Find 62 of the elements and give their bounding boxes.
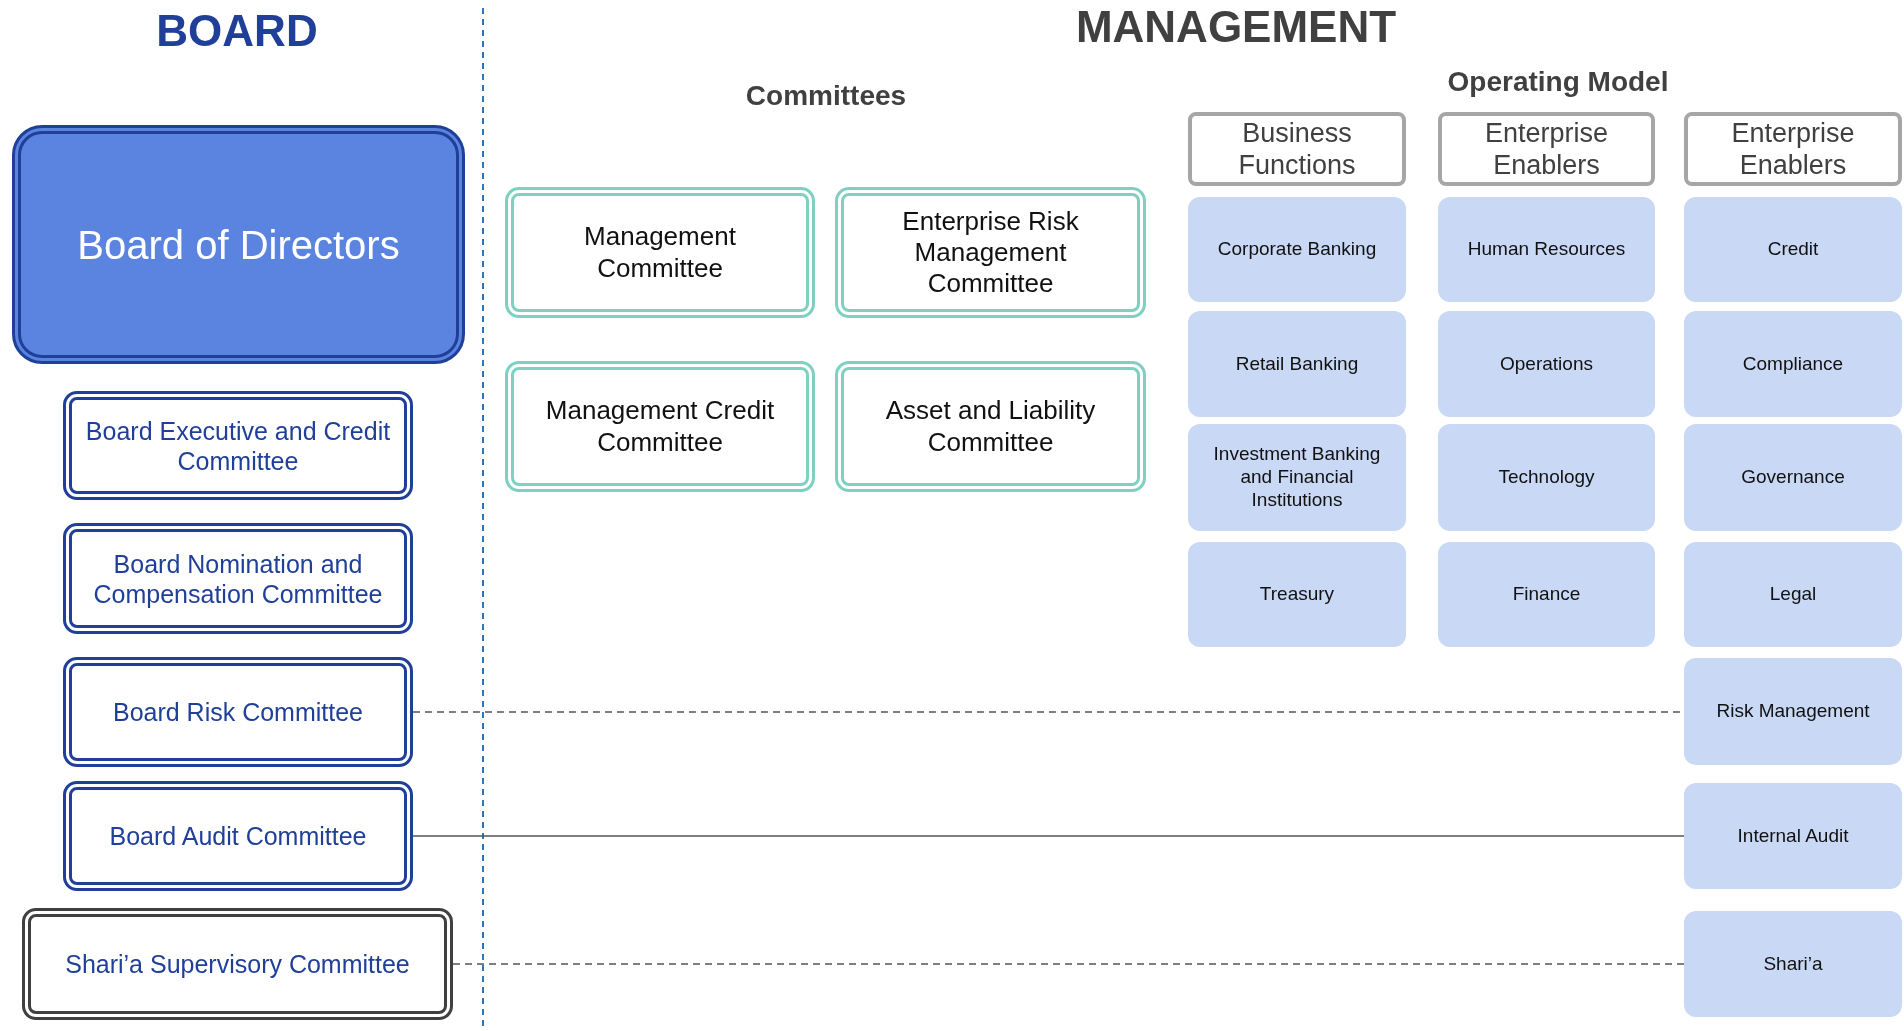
node-text: Shari’a Supervisory Committee bbox=[65, 949, 410, 979]
committee-box bbox=[835, 187, 1146, 318]
node-text: Board Executive and Credit Committee bbox=[84, 415, 392, 476]
node-text: Enterprise Risk Management Committee bbox=[901, 205, 1080, 300]
committee-box bbox=[835, 361, 1146, 492]
function-box bbox=[1188, 542, 1406, 647]
function-box bbox=[1684, 424, 1902, 531]
node-text: Compliance bbox=[1742, 352, 1844, 376]
committee-box bbox=[63, 391, 413, 500]
section-heading: BOARD bbox=[156, 6, 318, 56]
connector-line bbox=[412, 835, 1685, 837]
header-box bbox=[1188, 112, 1406, 186]
node-text: Retail Banking bbox=[1235, 352, 1359, 376]
node-text: Treasury bbox=[1259, 583, 1335, 606]
function-box bbox=[1188, 197, 1406, 302]
function-box bbox=[1684, 311, 1902, 417]
committee-box bbox=[505, 361, 815, 492]
node-text: Asset and Liability Committee bbox=[884, 395, 1097, 458]
header-box bbox=[1684, 112, 1902, 186]
node-text: Legal bbox=[1769, 583, 1817, 606]
function-box bbox=[1188, 424, 1406, 531]
node-text: Human Resources bbox=[1467, 238, 1626, 261]
committee-box bbox=[505, 187, 815, 318]
node-text: Corporate Banking bbox=[1217, 238, 1377, 261]
node-text: Enterprise Enablers bbox=[1483, 116, 1610, 182]
node-text: Operations bbox=[1500, 352, 1593, 376]
committee-box bbox=[63, 657, 413, 767]
node-text: Management Credit Committee bbox=[544, 395, 776, 458]
function-box bbox=[1438, 424, 1655, 531]
function-box bbox=[1684, 197, 1902, 302]
node-text: Board of Directors bbox=[77, 221, 400, 269]
node-text: Technology bbox=[1498, 466, 1595, 489]
committee-box bbox=[63, 523, 413, 634]
node-text: Internal Audit bbox=[1737, 824, 1849, 848]
section-heading: Committees bbox=[745, 80, 907, 112]
node-text: Business Functions bbox=[1237, 116, 1357, 182]
function-box bbox=[1438, 197, 1655, 302]
node-text: Investment Banking and Financial Institutions bbox=[1212, 443, 1382, 512]
node-text: Finance bbox=[1512, 583, 1581, 606]
node-text: Enterprise Enablers bbox=[1730, 116, 1856, 182]
node-text: Board Nomination and Compensation Committee bbox=[92, 548, 384, 609]
node-text: Board Risk Committee bbox=[112, 697, 364, 727]
node-text: Management Committee bbox=[583, 221, 737, 284]
node-text: Governance bbox=[1741, 466, 1845, 489]
node-text: Risk Management bbox=[1716, 700, 1870, 723]
header-box bbox=[1438, 112, 1655, 186]
connector-line bbox=[452, 963, 1685, 965]
board-box bbox=[12, 125, 465, 364]
section-heading: Operating Model bbox=[1447, 66, 1669, 98]
node-text: Shari’a bbox=[1763, 952, 1823, 976]
section-heading: MANAGEMENT bbox=[1075, 2, 1397, 52]
node-text: Credit bbox=[1767, 238, 1819, 261]
function-box bbox=[1188, 311, 1406, 417]
function-box bbox=[1684, 911, 1902, 1017]
function-box bbox=[1438, 542, 1655, 647]
function-box bbox=[1438, 311, 1655, 417]
function-box bbox=[1684, 542, 1902, 647]
committee-box bbox=[22, 908, 453, 1020]
function-box bbox=[1684, 658, 1902, 765]
committee-box bbox=[63, 781, 413, 891]
function-box bbox=[1684, 783, 1902, 889]
node-text: Board Audit Committee bbox=[109, 821, 367, 851]
